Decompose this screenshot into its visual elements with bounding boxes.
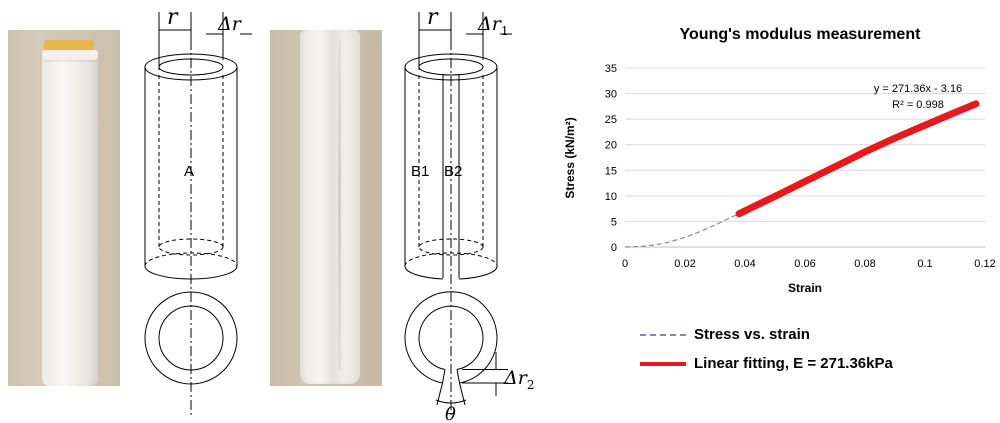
diagram-tube-a: r Δr A [144,5,252,418]
delta-r2-symbol: Δr [503,367,529,389]
delta-r1-label: Δr1 [477,13,508,38]
x-tick-label: 0.12 [974,258,995,270]
legend-item-stress: Stress vs. strain [640,326,810,343]
y-tick-label: 15 [605,165,617,177]
tube-seam [338,40,341,370]
legend-dashed-line [640,333,686,336]
chart-axes: 0 5 10 15 20 25 30 35 0 0.02 0.04 0.06 0.08 0.1 0.12 [605,63,996,270]
linear-fit-line [735,100,980,218]
cut-tube [300,30,360,384]
y-tick-label: 20 [605,140,617,152]
chart-title: Young's modulus measurement [680,26,922,43]
youngs-modulus-chart: Young's modulus measurement 0 5 10 15 20 25 30… [563,26,996,295]
uncut-tube [42,52,98,386]
y-tick-label: 0 [611,242,617,254]
delta-r1-subscript: 1 [501,24,509,38]
tube-cap [44,40,94,52]
delta-r2-subscript: 2 [527,378,535,392]
diagram-tube-b: r Δr1 B1 B2 Δr2 θ [404,5,534,423]
delta-r1-symbol: Δr [477,13,503,35]
y-tick-label: 35 [605,63,617,75]
tube-band [42,50,98,60]
y-axis-label: Stress (kN/m²) [563,117,577,198]
legend-solid-line [640,361,686,366]
chart-gridlines [625,67,985,222]
chart-series [624,100,980,248]
section-a-label: A [184,163,194,180]
x-axis-label: Strain [788,281,822,295]
legend-label-stress: Stress vs. strain [694,326,810,343]
tube-photo-b [270,30,382,386]
x-tick-label: 0.1 [917,258,932,270]
x-tick-label: 0.04 [734,258,755,270]
delta-r-label: Δr [217,13,243,35]
r-label-b: r [427,5,439,30]
stress-strain-line [624,213,740,248]
section-b2-label: B2 [444,163,462,180]
tube-photo-a [8,30,120,386]
legend-item-fit: Linear fitting, E = 271.36kPa [640,355,893,372]
x-tick-label: 0.06 [794,258,815,270]
delta-r2-label: Δr2 [503,367,534,392]
y-tick-label: 25 [605,114,617,126]
r-label: r [167,5,179,30]
y-tick-label: 10 [605,191,617,203]
y-tick-label: 5 [611,216,617,228]
x-tick-label: 0.08 [854,258,875,270]
x-tick-label: 0 [622,258,628,270]
fit-r-squared: R² = 0.998 [892,99,944,111]
legend-label-fit: Linear fitting, E = 271.36kPa [694,355,893,372]
section-b1-label: B1 [411,163,429,180]
fit-equation: y = 271.36x - 3.16 [874,83,962,95]
x-tick-label: 0.02 [674,258,695,270]
y-tick-label: 30 [605,89,617,101]
theta-label: θ [445,404,456,423]
